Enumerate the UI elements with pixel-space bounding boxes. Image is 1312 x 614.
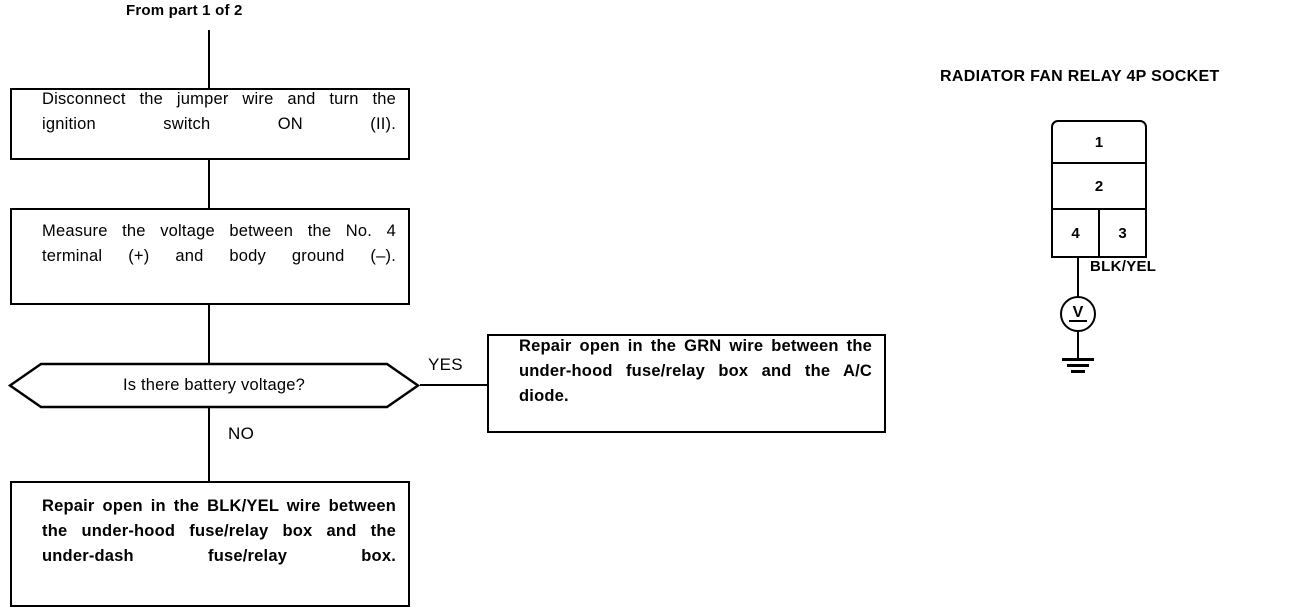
- ground-icon-bar-1: [1062, 358, 1094, 361]
- outcome-repair-blk-yel-text: Repair open in the BLK/YEL wire between …: [42, 497, 396, 565]
- step-disconnect-jumper-wire: Disconnect the jumper wire and turn the …: [10, 88, 410, 160]
- step-measure-text: Measure the voltage between the No. 4 te…: [42, 222, 396, 265]
- branch-label-no: NO: [228, 424, 255, 443]
- step-disconnect-text: Disconnect the jumper wire and turn the …: [42, 89, 396, 133]
- connector-diagram-title: RADIATOR FAN RELAY 4P SOCKET: [940, 68, 1220, 85]
- wire-color-label: BLK/YEL: [1090, 258, 1157, 275]
- wire-meter-to-ground: [1077, 331, 1079, 359]
- outcome-repair-grn-text: Repair open in the GRN wire between the …: [519, 336, 872, 405]
- branch-label-yes: YES: [428, 355, 463, 374]
- voltmeter-letter: V: [1072, 304, 1084, 321]
- ground-icon-bar-3: [1071, 370, 1085, 373]
- decision-battery-voltage: Is there battery voltage?: [7, 362, 421, 409]
- terminal-3: 3: [1098, 208, 1147, 258]
- connector-decision-no-branch: [208, 408, 210, 481]
- decision-question-text: Is there battery voltage?: [122, 376, 306, 394]
- voltmeter-dc-bar: [1069, 320, 1087, 322]
- outcome-repair-blk-yel-wire: Repair open in the BLK/YEL wire between …: [10, 481, 410, 607]
- connector-step2-to-decision: [208, 305, 210, 363]
- ground-icon-bar-2: [1067, 364, 1089, 367]
- wire-terminal4-to-meter: [1077, 258, 1079, 298]
- outcome-repair-grn-wire: Repair open in the GRN wire between the …: [487, 334, 886, 433]
- terminal-2: 2: [1051, 162, 1147, 210]
- terminal-1: 1: [1051, 120, 1147, 164]
- terminal-4: 4: [1051, 208, 1100, 258]
- step-measure-voltage: Measure the voltage between the No. 4 te…: [10, 208, 410, 305]
- entry-label: From part 1 of 2: [126, 2, 243, 19]
- decision-hexagon-shape: [7, 362, 421, 409]
- voltmeter-icon: V: [1060, 296, 1096, 332]
- radiator-fan-relay-4p-socket: 1 2 4 3: [1051, 120, 1147, 258]
- connector-decision-yes-branch: [420, 384, 487, 386]
- connector-step1-to-step2: [208, 160, 210, 208]
- connector-entry-to-step1: [208, 30, 210, 88]
